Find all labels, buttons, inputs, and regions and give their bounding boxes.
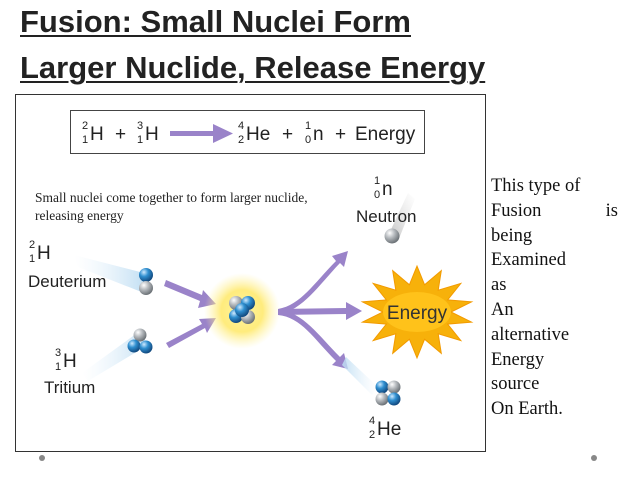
eq-h3-mass: 3 — [137, 120, 143, 132]
eq-h2-symbol: H — [90, 124, 104, 145]
eq-he4-mass: 4 — [238, 120, 244, 132]
eq-h3-charge: 1 — [137, 134, 143, 146]
side-word: is — [605, 200, 618, 221]
side-line: Examined — [491, 250, 567, 271]
neutron-symbol: n — [382, 179, 393, 200]
eq-plus-2: + — [282, 124, 293, 145]
tritium-nucleus — [82, 328, 153, 381]
fusion-figure: 2 1 H + 3 1 H 4 2 He + 1 0 n + Ene — [15, 94, 486, 452]
deuterium-symbol: H — [37, 243, 51, 264]
energy-label: Energy — [387, 303, 448, 324]
fusion-diagram: 2 1 H Deuterium 3 1 H Tritium — [28, 175, 474, 441]
tritium-mass: 3 — [55, 347, 61, 359]
tritium-symbol: H — [63, 351, 77, 372]
deuterium-name: Deuterium — [28, 272, 106, 291]
neutron-name: Neutron — [356, 207, 416, 226]
side-line: An — [491, 299, 514, 320]
fusion-equation: 2 1 H + 3 1 H 4 2 He + 1 0 n + Ene — [82, 120, 416, 146]
eq-n-symbol: n — [313, 124, 324, 145]
fusion-equation-box: 2 1 H + 3 1 H 4 2 He + 1 0 n + Ene — [70, 110, 425, 154]
eq-arrow — [170, 124, 233, 143]
helium-mass: 4 — [369, 415, 375, 427]
eq-he4-charge: 2 — [238, 134, 244, 146]
eq-n-mass: 1 — [305, 120, 311, 132]
eq-h2-mass: 2 — [82, 120, 88, 132]
eq-h2-charge: 1 — [82, 134, 88, 146]
tritium-name: Tritium — [44, 378, 95, 397]
neutron-charge: 0 — [374, 189, 380, 201]
eq-plus-3: + — [335, 124, 346, 145]
eq-energy: Energy — [355, 124, 416, 145]
slide-bullet-dot — [39, 455, 45, 461]
energy-starburst: Energy — [360, 264, 474, 360]
side-line: Energy — [491, 349, 545, 370]
side-line: being — [491, 225, 533, 246]
input-arrows — [164, 280, 216, 348]
deuterium-mass: 2 — [29, 239, 35, 251]
tritium-label: 3 1 H Tritium — [44, 347, 95, 397]
eq-plus-1: + — [115, 124, 126, 145]
side-line: This type of — [491, 176, 581, 196]
side-word: Fusion — [491, 200, 542, 221]
helium-charge: 2 — [369, 429, 375, 441]
slide-title-line-2: Larger Nuclide, Release Energy — [20, 50, 486, 85]
figure-caption: Small nuclei come together to form large… — [35, 190, 308, 223]
helium-output: 4 2 He — [342, 357, 401, 441]
helium-symbol: He — [377, 419, 401, 440]
side-line: On Earth. — [491, 399, 563, 420]
eq-h3-symbol: H — [145, 124, 159, 145]
fusion-core — [204, 273, 280, 349]
side-line-justified: Fusion is — [491, 199, 618, 224]
neutron-mass: 1 — [374, 175, 380, 187]
side-line: as — [491, 275, 507, 296]
side-line: alternative — [491, 324, 570, 345]
eq-he4-symbol: He — [246, 124, 270, 145]
side-text: This type of Fusion is being Examined as… — [491, 174, 618, 422]
slide-bullet-dot — [591, 455, 597, 461]
deuterium-label: 2 1 H Deuterium — [28, 239, 106, 291]
side-line: source — [491, 374, 540, 395]
deuterium-nucleus — [74, 255, 153, 295]
neutron-output: 1 0 n Neutron — [356, 175, 416, 244]
output-arrows — [278, 251, 362, 369]
slide-title-line-1: Fusion: Small Nuclei Form — [20, 4, 411, 39]
eq-n-charge: 0 — [305, 134, 311, 146]
tritium-charge: 1 — [55, 361, 61, 373]
deuterium-charge: 1 — [29, 253, 35, 265]
